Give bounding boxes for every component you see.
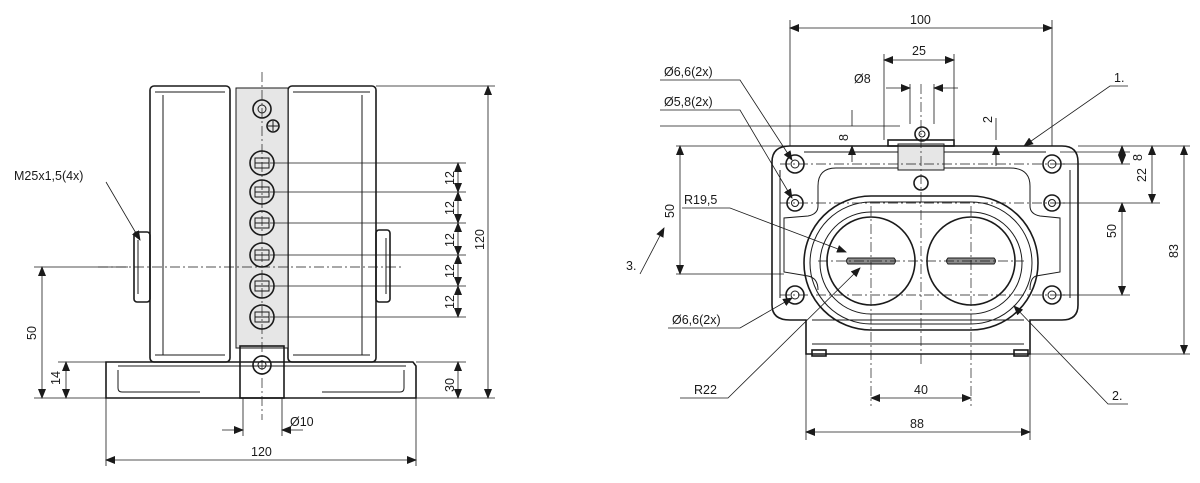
base-slot-left — [117, 370, 200, 393]
small-screw-cross — [268, 121, 278, 131]
dim-text-12a: 12 — [443, 171, 457, 185]
bottom-tab-left — [811, 349, 827, 357]
small-screw — [266, 119, 280, 133]
front-view: M25x1,5(4x) 50 14 12 12 12 12 12 30 120 … — [14, 72, 495, 466]
dim-text-120-vertical: 120 — [473, 229, 487, 250]
bottom-tab-right — [1013, 349, 1029, 357]
label-hole-6-6-bottom: Ø6,6(2x) — [672, 313, 721, 327]
housing-left-inner — [155, 91, 225, 356]
dim-text-radius-22: R22 — [694, 383, 717, 397]
ext-lines-88 — [805, 354, 1031, 440]
base-slot-right — [322, 370, 405, 393]
dim-text-8-top: 8 — [837, 134, 851, 141]
leader-thread — [105, 181, 141, 241]
housing-right-inner — [293, 91, 370, 356]
dim-text-8-right: 8 — [1131, 154, 1145, 161]
label-hole-5-8: Ø5,8(2x) — [664, 95, 713, 109]
dim-text-radius-19-5: R19,5 — [684, 193, 717, 207]
dim-text-14: 14 — [49, 371, 63, 385]
dim-text-hole-8: Ø8 — [854, 72, 871, 86]
housing-inner-frame — [779, 151, 1071, 345]
central-flange-lower — [239, 345, 285, 399]
dim-text-83: 83 — [1167, 244, 1181, 258]
dim-text-hole10: Ø10 — [290, 415, 314, 429]
base-plate — [105, 361, 417, 399]
dim-text-40: 40 — [914, 383, 928, 397]
cable-gland-right — [375, 229, 391, 303]
ext-lines-100 — [789, 20, 1053, 146]
housing-right — [287, 85, 377, 363]
actuator-pin — [914, 126, 930, 142]
dim-text-12e: 12 — [443, 295, 457, 309]
leader-radius-22 — [680, 267, 861, 399]
leader-callout-3 — [639, 227, 665, 275]
callout-2: 2. — [1112, 389, 1122, 403]
ext-lines-25-8 — [883, 54, 955, 140]
label-hole-6-6-top: Ø6,6(2x) — [664, 65, 713, 79]
thread-label: M25x1,5(4x) — [14, 169, 83, 183]
dim-text-30: 30 — [443, 378, 457, 392]
dim-text-12d: 12 — [443, 264, 457, 278]
dim-text-25: 25 — [912, 44, 926, 58]
leader-hole-6-6-top — [660, 79, 793, 161]
front-vertical-extension-lines — [105, 398, 417, 466]
bore-centerlines-vertical — [870, 206, 972, 406]
dim-text-22: 22 — [1135, 168, 1149, 182]
internal-contour — [783, 167, 1061, 291]
leader-hole-6-6-bottom — [668, 297, 793, 329]
hole-centerlines-horizontal — [780, 163, 1066, 296]
dim-text-50-right: 50 — [1105, 224, 1119, 238]
callout-3: 3. — [626, 259, 636, 273]
leader-callout-1 — [1023, 85, 1128, 147]
dim-text-100: 100 — [910, 13, 931, 27]
dim-text-88: 88 — [910, 417, 924, 431]
dim-text-12b: 12 — [443, 201, 457, 215]
ext-lines-right — [1030, 145, 1190, 355]
leader-radius-19-5 — [682, 207, 847, 253]
dim-text-12c: 12 — [443, 233, 457, 247]
dim-text-2: 2 — [981, 116, 995, 123]
leader-hole-5-8 — [660, 109, 793, 199]
terminal-extension-lines — [270, 162, 466, 318]
leader-callout-2 — [1013, 305, 1128, 405]
dim-text-50-left: 50 — [663, 204, 677, 218]
ext-lines-left — [660, 125, 1000, 275]
top-view: 100 25 Ø8 Ø6,6(2x) Ø5,8(2x) 8 2 1. R19,5… — [626, 13, 1190, 440]
dim-text-50: 50 — [25, 326, 39, 340]
dim-text-120-width: 120 — [251, 445, 272, 459]
actuator-pin-center — [918, 130, 926, 138]
housing-left — [149, 85, 231, 363]
callout-1: 1. — [1114, 71, 1124, 85]
